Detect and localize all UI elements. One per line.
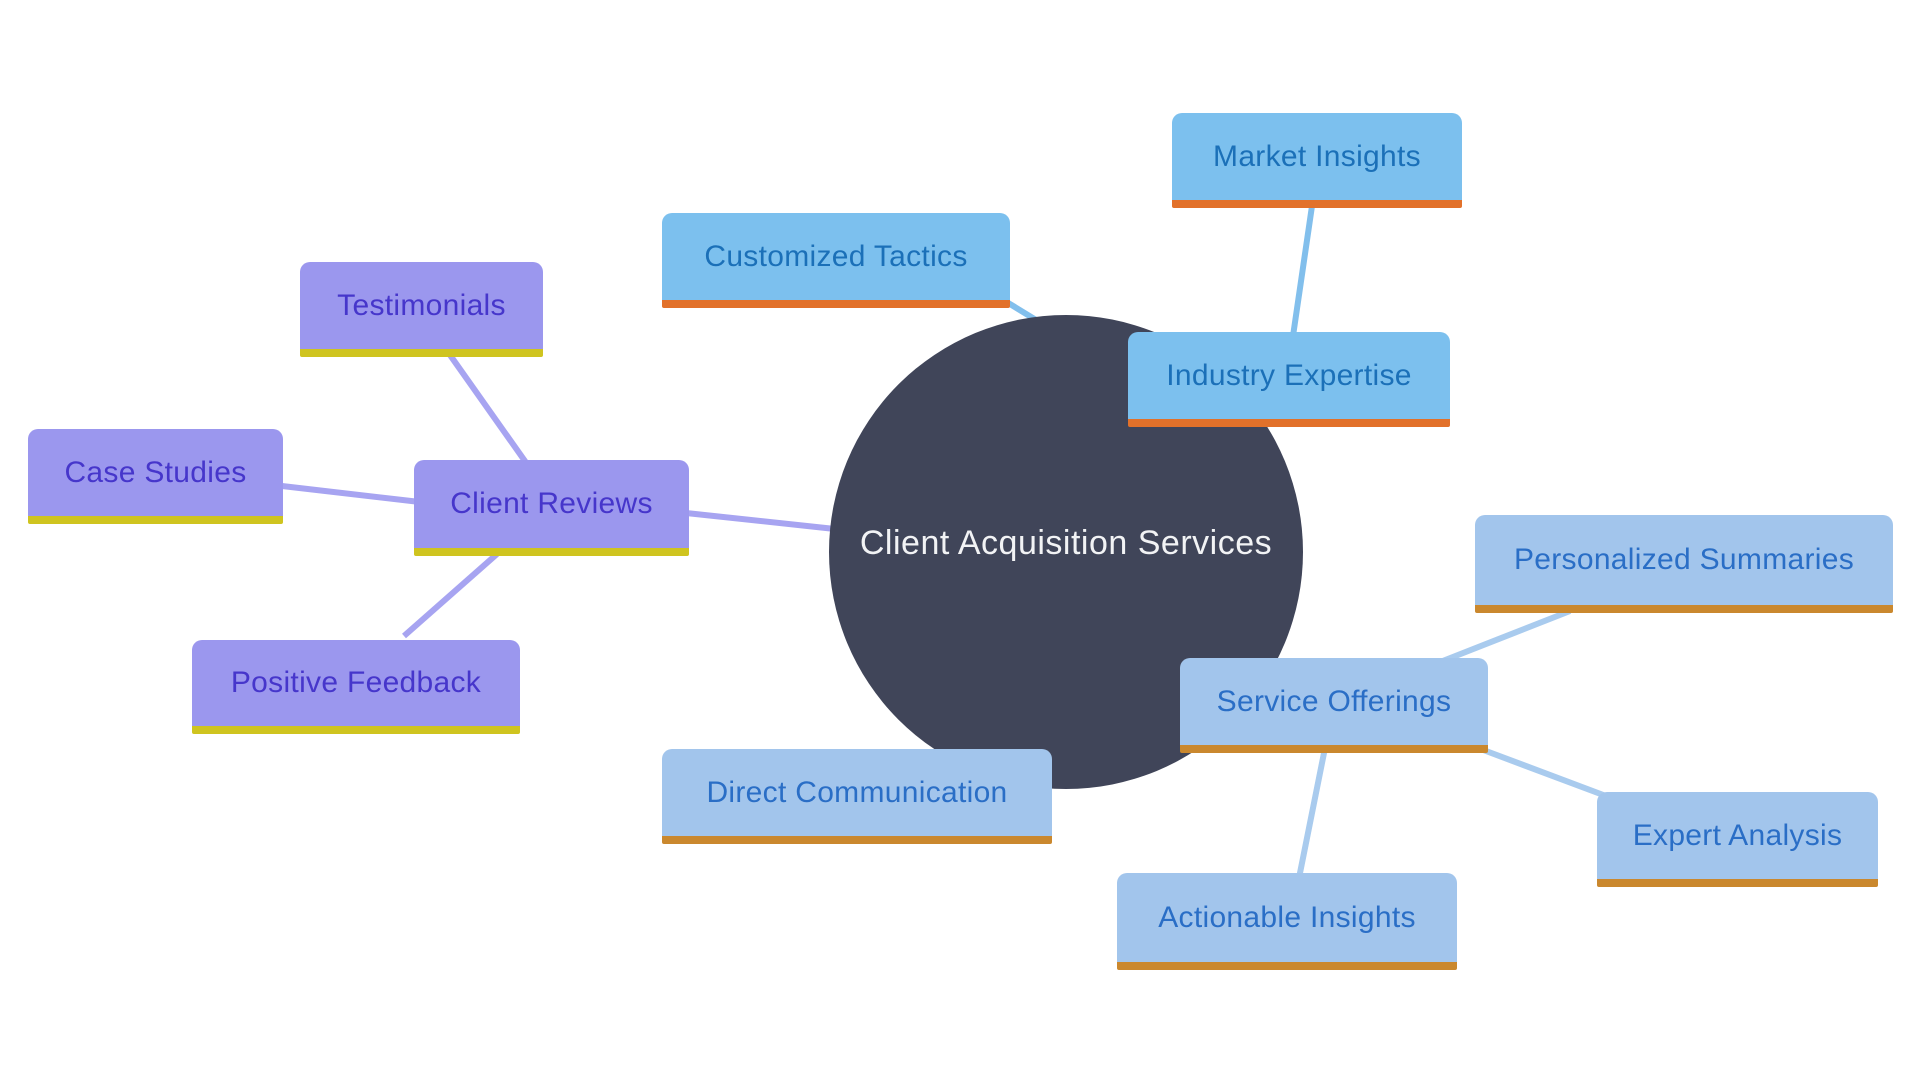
node-customized-tactics-label: Customized Tactics (704, 239, 968, 273)
node-case-studies[interactable]: Case Studies (28, 429, 283, 524)
node-direct-communication-label: Direct Communication (706, 775, 1008, 809)
node-industry-expertise-label: Industry Expertise (1166, 358, 1412, 392)
node-positive-feedback[interactable]: Positive Feedback (192, 640, 520, 734)
node-client-reviews[interactable]: Client Reviews (414, 460, 689, 556)
node-market-insights[interactable]: Market Insights (1172, 113, 1462, 208)
node-personalized-summaries-label: Personalized Summaries (1513, 543, 1855, 576)
central-node-label: Client Acquisition Services (859, 523, 1273, 562)
node-actionable-insights-label: Actionable Insights (1158, 900, 1416, 934)
edge-case-studies-client-reviews (281, 483, 421, 505)
node-industry-expertise[interactable]: Industry Expertise (1128, 332, 1450, 427)
node-customized-tactics[interactable]: Customized Tactics (662, 213, 1010, 308)
edge-actionable-insights-service-offerings (1296, 747, 1328, 879)
node-market-insights-label: Market Insights (1213, 139, 1421, 173)
node-case-studies-label: Case Studies (64, 455, 247, 489)
node-testimonials[interactable]: Testimonials (300, 262, 543, 357)
edge-market-insights-industry-expertise (1290, 205, 1315, 337)
node-direct-communication[interactable]: Direct Communication (662, 749, 1052, 844)
node-expert-analysis[interactable]: Expert Analysis (1597, 792, 1878, 887)
node-client-reviews-label: Client Reviews (450, 487, 653, 520)
node-positive-feedback-label: Positive Feedback (230, 666, 482, 699)
edge-testimonials-client-reviews (447, 353, 530, 466)
edge-positive-feedback-client-reviews (402, 551, 499, 639)
node-expert-analysis-label: Expert Analysis (1632, 818, 1843, 852)
node-personalized-summaries[interactable]: Personalized Summaries (1475, 515, 1893, 613)
node-actionable-insights[interactable]: Actionable Insights (1117, 873, 1457, 970)
edge-expert-analysis-service-offerings (1468, 742, 1616, 802)
node-service-offerings-label: Service Offerings (1216, 684, 1452, 718)
node-service-offerings[interactable]: Service Offerings (1180, 658, 1488, 753)
node-testimonials-label: Testimonials (337, 288, 506, 322)
